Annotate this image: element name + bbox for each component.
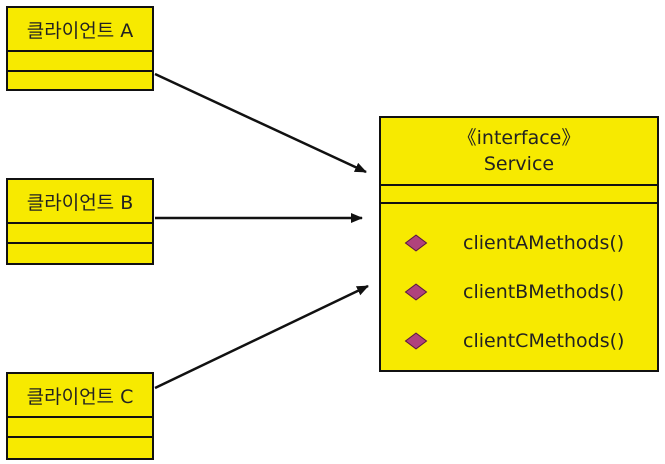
service-methods-section: clientAMethods() clientBMethods() client…	[381, 204, 657, 365]
client-b-class-name: 클라이언트 B	[8, 180, 152, 224]
client-c-class-name: 클라이언트 C	[8, 374, 152, 418]
method-item: clientAMethods()	[381, 218, 657, 267]
service-interface-box: 《interface》 Service clientAMethods() cli…	[379, 116, 659, 372]
client-a-class-name: 클라이언트 A	[8, 8, 152, 52]
arrow-client-a-to-service	[154, 72, 367, 174]
method-name: clientBMethods()	[463, 280, 625, 303]
client-c-attributes-section	[8, 418, 152, 438]
method-name: clientCMethods()	[463, 329, 625, 352]
method-item: clientBMethods()	[381, 267, 657, 316]
service-stereotype: 《interface》	[457, 127, 581, 149]
arrow-client-c-to-service	[154, 284, 369, 390]
client-c-class-box: 클라이언트 C	[6, 372, 154, 460]
method-name: clientAMethods()	[463, 231, 625, 254]
service-header: 《interface》 Service	[381, 118, 657, 186]
client-a-attributes-section	[8, 52, 152, 72]
client-b-attributes-section	[8, 224, 152, 244]
service-name: Service	[483, 153, 555, 175]
method-item: clientCMethods()	[381, 316, 657, 365]
client-b-class-box: 클라이언트 B	[6, 178, 154, 265]
client-a-class-box: 클라이언트 A	[6, 6, 154, 91]
service-attributes-section	[381, 186, 657, 204]
